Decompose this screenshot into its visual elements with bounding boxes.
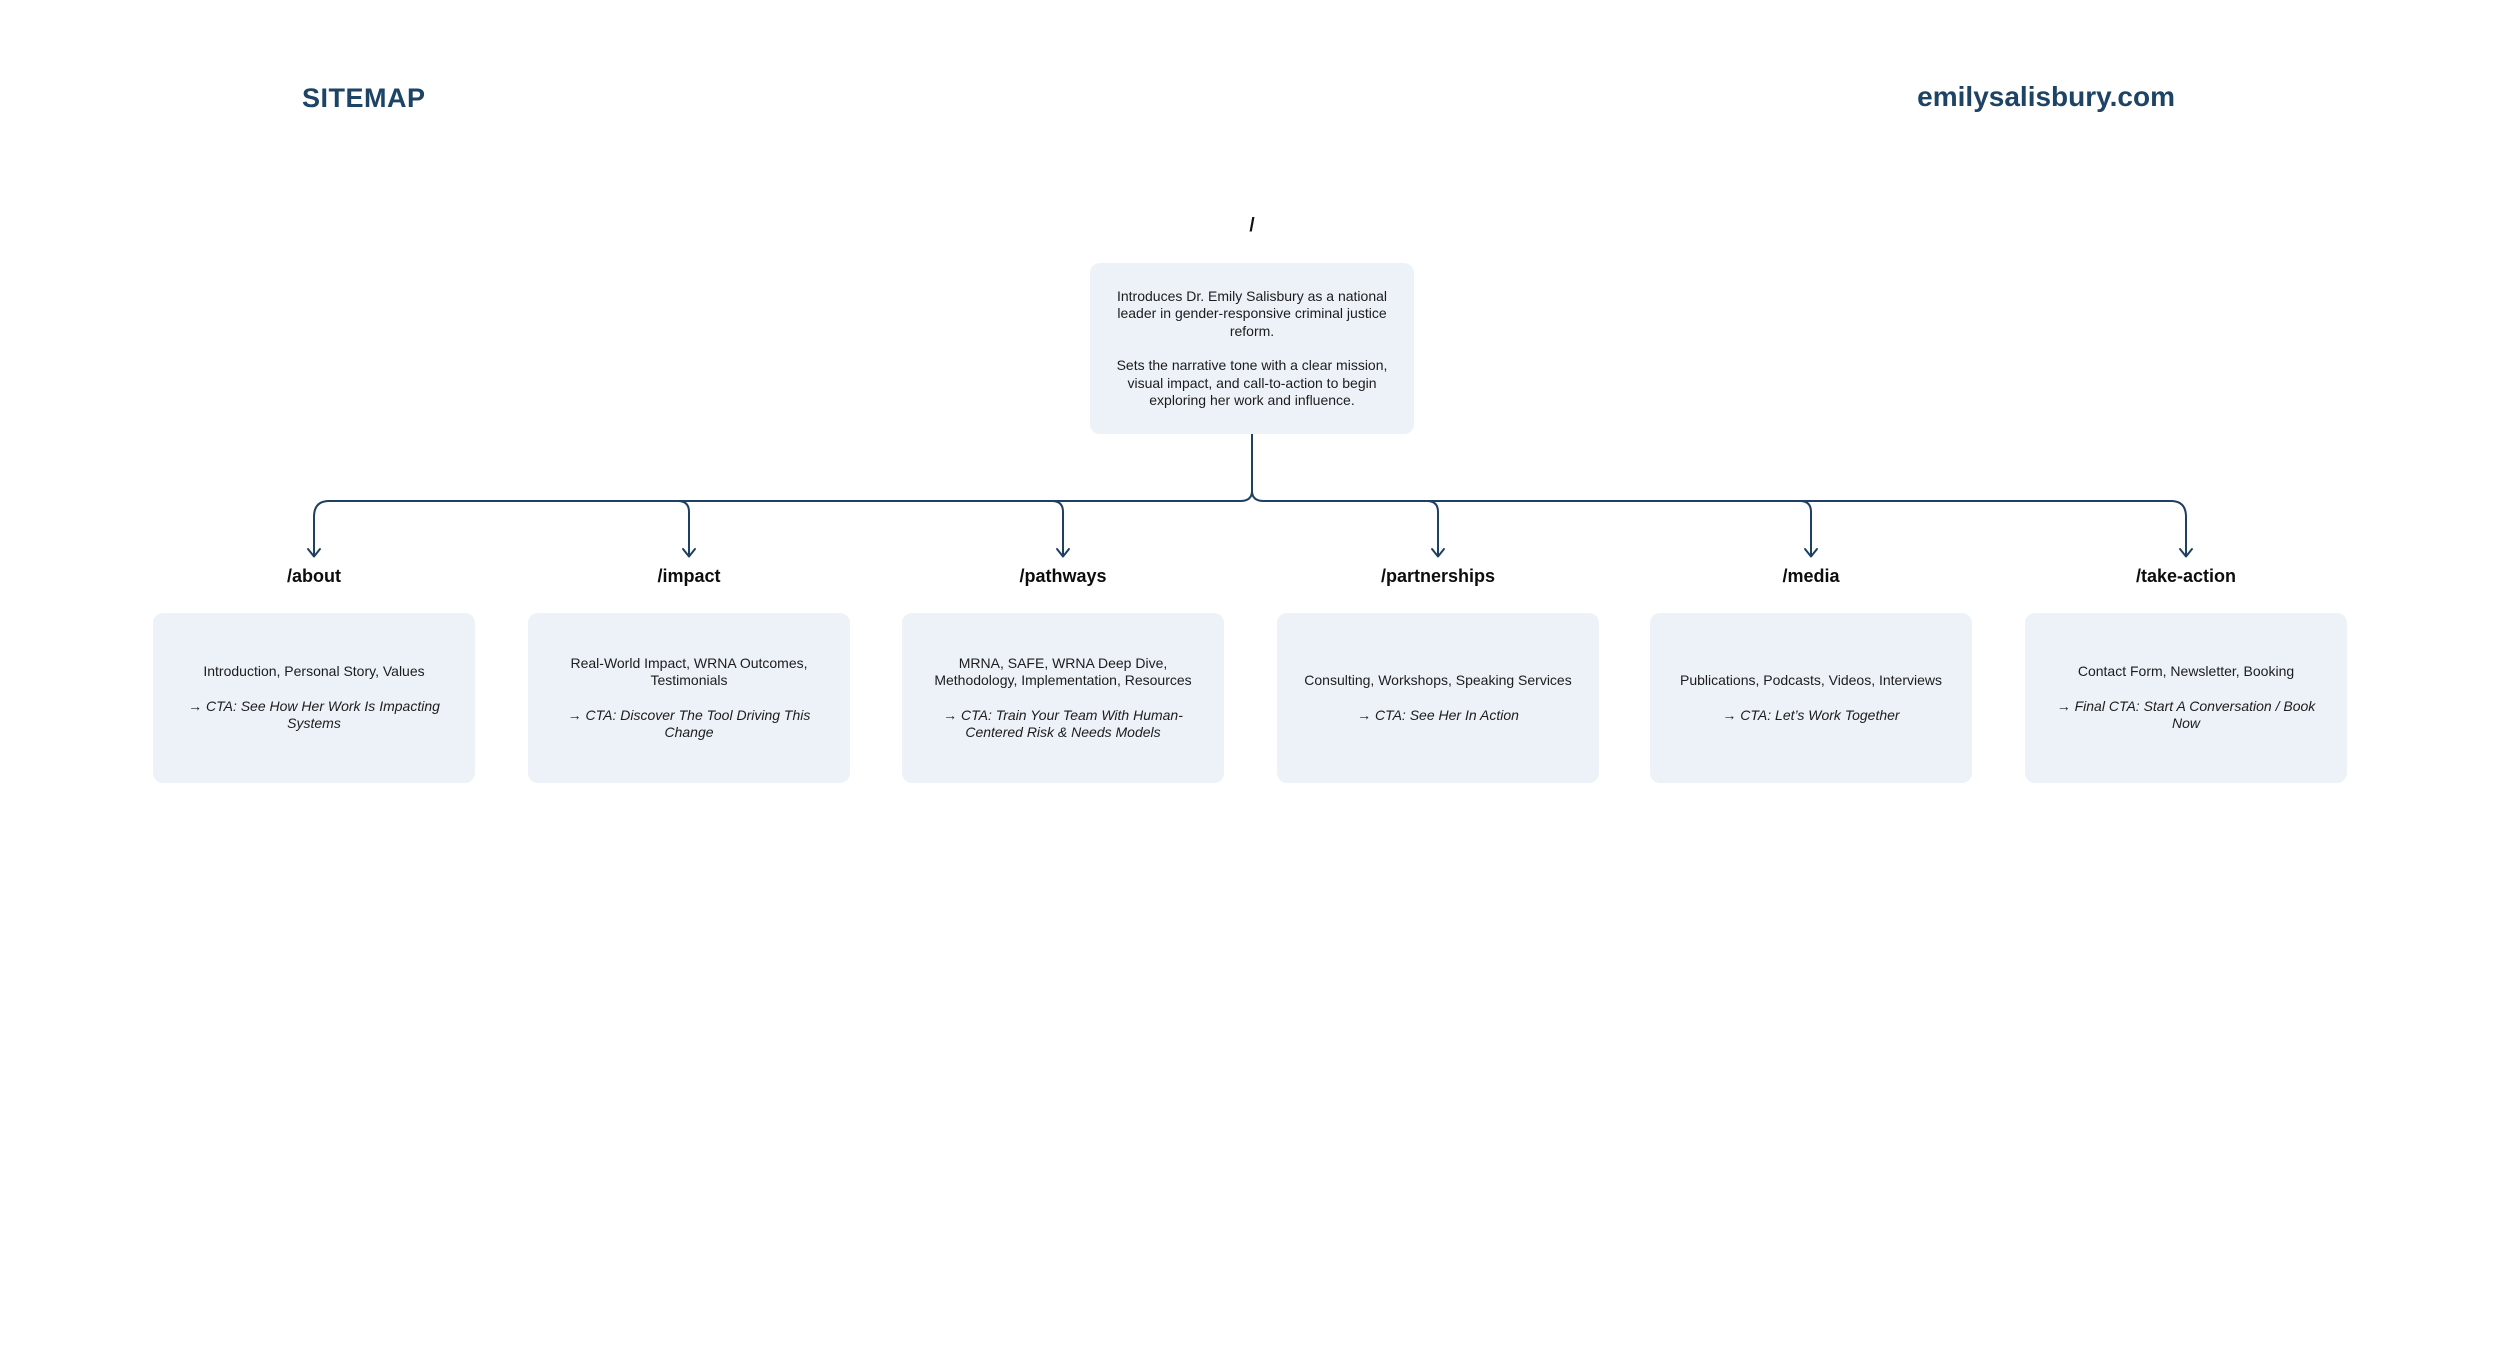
root-description-paragraph: Introduces Dr. Emily Salisbury as a nati…	[1116, 287, 1387, 339]
section-box-partnerships: Consulting, Workshops, Speaking Services…	[1277, 613, 1599, 783]
section-cta: → CTA: See How Her Work Is Impacting Sys…	[188, 697, 440, 732]
arrowhead-icon	[1804, 548, 1818, 558]
section-summary: MRNA, SAFE, WRNA Deep Dive, Methodology,…	[934, 654, 1192, 689]
branch-line-right	[1251, 490, 2187, 555]
section-path-label-pathways: /pathways	[1019, 566, 1107, 586]
root-path-label: /	[1249, 215, 1255, 236]
arrowhead-icon	[2179, 548, 2193, 558]
section-box-impact: Real-World Impact, WRNA Outcomes, Testim…	[528, 613, 850, 783]
section-cta: → CTA: Discover The Tool Driving This Ch…	[567, 706, 811, 741]
section-cta: → CTA: Train Your Team With Human-Center…	[943, 706, 1183, 741]
arrowhead-icon	[1431, 548, 1445, 558]
branch-stub	[677, 500, 690, 555]
section-summary: Publications, Podcasts, Videos, Intervie…	[1680, 672, 1942, 688]
section-path-label-media: /media	[1782, 566, 1840, 586]
branch-line-left	[313, 490, 1253, 555]
branch-stub	[1051, 500, 1064, 555]
section-cta: → Final CTA: Start A Conversation / Book…	[2056, 697, 2316, 732]
section-box-take-action: Contact Form, Newsletter, Booking → Fina…	[2025, 613, 2347, 783]
section-box-about: Introduction, Personal Story, Values → C…	[153, 613, 475, 783]
section-path-label-about: /about	[287, 566, 341, 586]
branch-stub	[1426, 500, 1439, 555]
section-cta: → CTA: See Her In Action	[1357, 706, 1519, 723]
section-path-label-take-action: /take-action	[2135, 566, 2237, 586]
section-cta: → CTA: Let’s Work Together	[1722, 706, 1900, 723]
section-path-label-impact: /impact	[657, 566, 721, 586]
section-summary: Real-World Impact, WRNA Outcomes, Testim…	[570, 654, 808, 689]
section-summary: Consulting, Workshops, Speaking Services	[1304, 672, 1572, 688]
section-path-label-partnerships: /partnerships	[1380, 566, 1496, 586]
arrowhead-icon	[1056, 548, 1070, 558]
root-description-box: Introduces Dr. Emily Salisbury as a nati…	[1090, 263, 1414, 434]
root-description-paragraph: Sets the narrative tone with a clear mis…	[1116, 357, 1388, 408]
branch-stub	[1799, 500, 1812, 555]
section-summary: Contact Form, Newsletter, Booking	[2077, 663, 2295, 680]
page-title: SITEMAP	[302, 83, 426, 113]
section-box-pathways: MRNA, SAFE, WRNA Deep Dive, Methodology,…	[902, 613, 1224, 783]
arrowhead-icon	[307, 548, 321, 558]
arrowhead-icon	[682, 548, 696, 558]
section-summary: Introduction, Personal Story, Values	[203, 663, 425, 680]
section-box-media: Publications, Podcasts, Videos, Intervie…	[1650, 613, 1972, 783]
site-domain: emilysalisbury.com	[1917, 81, 2175, 112]
